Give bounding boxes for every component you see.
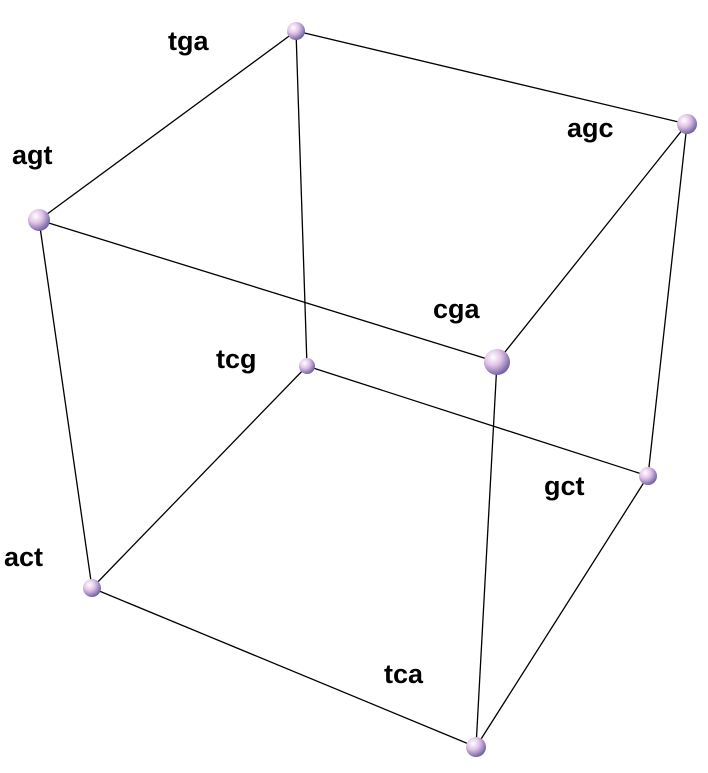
edge-tcg-gct	[306, 365, 649, 477]
vertex-act	[83, 579, 101, 597]
vertex-gct	[639, 467, 657, 485]
vertex-label-tga: tga	[168, 26, 209, 56]
vertex-agc	[677, 114, 697, 134]
vertex-label-act: act	[4, 542, 43, 572]
edge-agt-cga	[38, 219, 498, 363]
vertex-agt	[28, 209, 50, 231]
edges-layer	[38, 30, 688, 748]
labels-layer: tga agc agt cga tcg gct act tca	[4, 26, 614, 689]
edge-tga-agc	[295, 30, 688, 125]
vertex-label-gct: gct	[544, 471, 585, 501]
vertex-label-agt: agt	[12, 140, 53, 170]
edge-agc-gct	[647, 123, 688, 477]
vertex-label-agc: agc	[567, 113, 614, 143]
edge-tcg-act	[91, 365, 308, 589]
vertex-tcg	[299, 358, 315, 374]
edge-gct-tca	[475, 475, 649, 748]
vertex-tca	[466, 737, 486, 757]
vertex-tga	[287, 22, 305, 40]
vertex-label-cga: cga	[433, 294, 481, 324]
vertex-label-tca: tca	[384, 659, 424, 689]
vertex-label-tcg: tcg	[216, 344, 257, 374]
edge-act-tca	[91, 587, 477, 748]
edge-agt-act	[38, 219, 93, 589]
edge-agc-cga	[496, 123, 688, 363]
nodes-layer	[28, 22, 697, 757]
edge-cga-tca	[475, 361, 498, 748]
edge-tga-agt	[38, 30, 297, 221]
edge-tga-tcg	[295, 30, 308, 367]
vertex-cga	[484, 349, 510, 375]
